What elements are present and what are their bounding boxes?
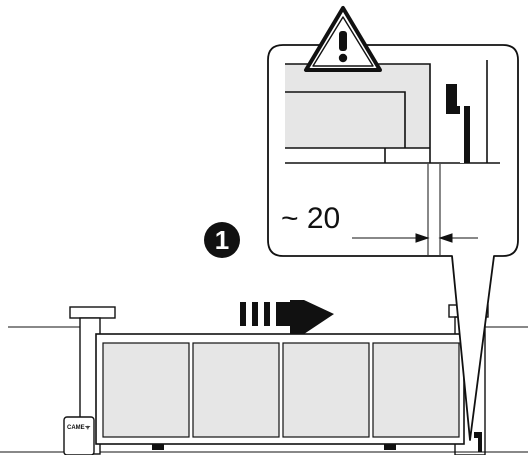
svg-text:ᯤ: ᯤ <box>85 425 91 431</box>
gate-panel <box>192 342 280 438</box>
gate-panel <box>372 342 460 438</box>
clearance-dimension <box>352 164 478 255</box>
step-number-badge: 1 <box>204 222 240 258</box>
control-unit-brand-label: CAME <box>67 425 85 431</box>
gate-panel <box>102 342 190 438</box>
warning-triangle-icon <box>304 6 382 72</box>
gate-stopper <box>474 432 482 452</box>
step-number: 1 <box>215 225 229 255</box>
callout-detail-view <box>285 60 500 164</box>
direction-arrow-icon <box>240 300 334 334</box>
gate-wheel <box>152 444 164 450</box>
detail-callout: ~ 20 <box>267 44 519 441</box>
gate-panel <box>282 342 370 438</box>
clearance-dimension-label: ~ 20 <box>281 202 340 235</box>
control-unit: CAME ᯤ <box>63 416 95 455</box>
gate-wheel <box>384 444 396 450</box>
sliding-gate-leaf <box>95 333 465 450</box>
